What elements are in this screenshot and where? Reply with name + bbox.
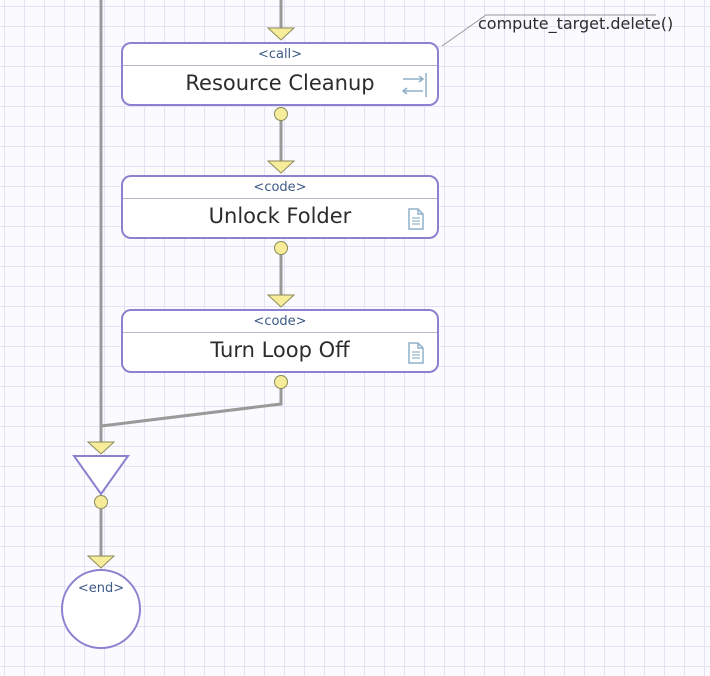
- call-icon: [401, 73, 427, 97]
- node-divider: [123, 332, 437, 333]
- node-title: Resource Cleanup: [185, 71, 375, 95]
- output-port-resource-cleanup[interactable]: [274, 107, 288, 121]
- merge-node[interactable]: [72, 455, 130, 496]
- input-arrow-resource-cleanup[interactable]: [266, 27, 296, 41]
- node-turn-loop-off[interactable]: <code> Turn Loop Off: [121, 309, 439, 373]
- output-port-merge[interactable]: [94, 495, 108, 509]
- annotation-note[interactable]: compute_target.delete(): [478, 14, 674, 33]
- output-port-turn-loop-off[interactable]: [274, 375, 288, 389]
- node-type-label: <call>: [257, 47, 303, 62]
- node-divider: [123, 198, 437, 199]
- node-title: Unlock Folder: [208, 204, 352, 228]
- connector-turnloop-to-merge[interactable]: [100, 388, 283, 428]
- node-type-label: <code>: [253, 180, 307, 195]
- annotation-leader: [441, 14, 656, 47]
- input-arrow-end[interactable]: [86, 555, 116, 569]
- node-title: Turn Loop Off: [210, 338, 350, 362]
- node-type-label: <code>: [253, 314, 307, 329]
- output-port-unlock-folder[interactable]: [274, 241, 288, 255]
- node-divider: [123, 65, 437, 66]
- node-unlock-folder[interactable]: <code> Unlock Folder: [121, 175, 439, 239]
- end-node-label: <end>: [77, 581, 125, 596]
- input-arrow-turn-loop-off[interactable]: [266, 294, 296, 308]
- document-icon: [408, 208, 424, 230]
- end-node[interactable]: <end>: [61, 569, 141, 649]
- node-resource-cleanup[interactable]: <call> Resource Cleanup: [121, 42, 439, 106]
- input-arrow-unlock-folder[interactable]: [266, 160, 296, 174]
- input-arrow-merge[interactable]: [86, 441, 116, 455]
- document-icon: [408, 342, 424, 364]
